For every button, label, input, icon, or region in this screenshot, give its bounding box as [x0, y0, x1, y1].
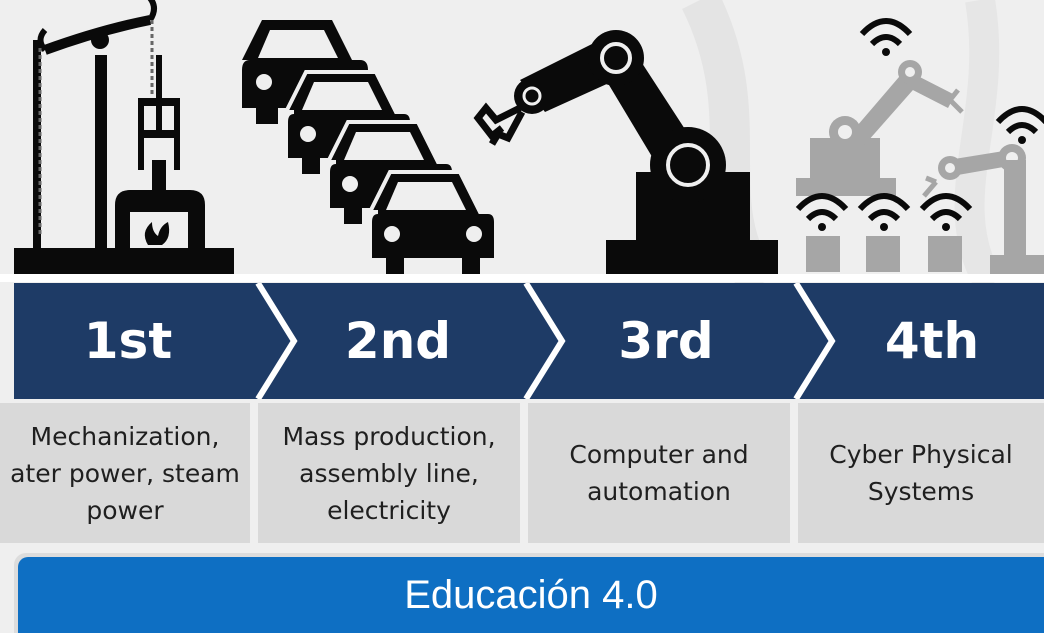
steam-engine-icon — [14, 0, 234, 276]
description-line: Mass production, — [282, 421, 496, 451]
stage-description-4th: Cyber Physical Systems — [798, 403, 1044, 543]
stage-label-1st: 1st — [83, 312, 173, 370]
description-line: Cyber Physical — [829, 440, 1013, 469]
illustration-strip — [0, 0, 1044, 285]
description-line: ater power, steam — [10, 458, 240, 488]
connected-robots-icon — [796, 60, 1044, 275]
description-line: power — [86, 495, 164, 525]
description-line: electricity — [327, 495, 451, 525]
wifi-icon — [795, 18, 1044, 231]
description-line: assembly line, — [299, 458, 479, 488]
chain-icon — [38, 20, 154, 235]
footer-title: Educación 4.0 — [18, 557, 1044, 633]
stage-banner — [14, 283, 1044, 399]
stage-description-1st: Mechanization, ater power, steam power — [0, 403, 250, 543]
robot-arm-icon — [473, 30, 778, 274]
stage-label-2nd: 2nd — [344, 312, 452, 370]
description-line: Systems — [867, 477, 975, 506]
stage-label-4th: 4th — [884, 312, 980, 370]
cars-assembly-icon — [242, 20, 498, 278]
stage-description-3rd: Computer and automation — [528, 403, 790, 543]
stage-label-3rd: 3rd — [618, 312, 714, 370]
description-line: Computer and — [569, 440, 749, 469]
description-line: automation — [587, 477, 731, 506]
stage-description-2nd: Mass production, assembly line, electric… — [258, 403, 520, 543]
description-line: Mechanization, — [30, 421, 220, 451]
